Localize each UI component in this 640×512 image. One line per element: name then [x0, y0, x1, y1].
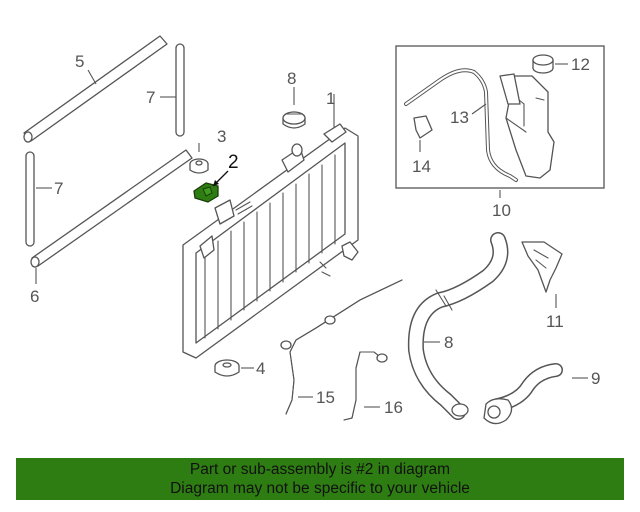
callout-2: 2	[228, 152, 239, 173]
callout-7-right: 7	[146, 88, 155, 107]
part-7-strip-left[interactable]	[25, 151, 35, 247]
leader-14	[471, 103, 487, 115]
part-7-strip-right[interactable]	[175, 43, 185, 137]
callout-9: 8	[444, 333, 453, 352]
part-16-hose[interactable]	[280, 279, 403, 415]
callout-5: 5	[75, 52, 84, 71]
part-9-radiator-hose[interactable]	[407, 232, 509, 420]
part-12-bracket[interactable]	[521, 241, 563, 293]
part-14-overflow-hose[interactable]	[404, 68, 518, 182]
part-2-radiator-bracket[interactable]	[193, 182, 219, 203]
part-10-radiator-hose[interactable]	[483, 363, 563, 425]
part-1-radiator[interactable]	[182, 123, 359, 359]
part-15-clip[interactable]	[413, 115, 433, 139]
banner-line-2: Diagram may not be specific to your vehi…	[170, 480, 470, 497]
callout-10: 9	[591, 369, 600, 388]
callout-8: 8	[287, 69, 296, 88]
part-13-reservoir-cap[interactable]	[532, 54, 554, 74]
info-banner: Part or sub-assembly is #2 in diagram Di…	[16, 458, 624, 500]
banner-line-1: Part or sub-assembly is #2 in diagram	[189, 461, 451, 478]
part-17-hose[interactable]	[343, 351, 388, 421]
leader-2-arrow	[213, 180, 219, 186]
part-4-mount-cushion[interactable]	[214, 359, 240, 377]
callout-17: 16	[384, 398, 403, 417]
callout-15: 14	[412, 157, 431, 176]
callout-3: 3	[217, 127, 226, 146]
leader-5	[87, 69, 97, 85]
callout-12: 11	[546, 312, 564, 331]
callout-11: 10	[492, 201, 511, 220]
part-3-mount-cushion[interactable]	[189, 158, 209, 174]
callout-1: 1	[326, 89, 335, 108]
part-11-reservoir-assembly[interactable]	[395, 45, 605, 189]
callout-13: 12	[571, 55, 590, 74]
part-5-seal-strip[interactable]	[23, 35, 168, 143]
part-6-seal-strip[interactable]	[30, 149, 193, 268]
part-8-radiator-cap[interactable]	[282, 111, 306, 129]
callout-4: 4	[256, 359, 265, 378]
callout-6: 6	[30, 287, 39, 306]
parts-diagram: 5 7 7 6 3 2	[23, 35, 605, 425]
callout-16: 15	[316, 388, 335, 407]
callout-14: 13	[450, 108, 469, 127]
callout-7-left: 7	[54, 179, 63, 198]
